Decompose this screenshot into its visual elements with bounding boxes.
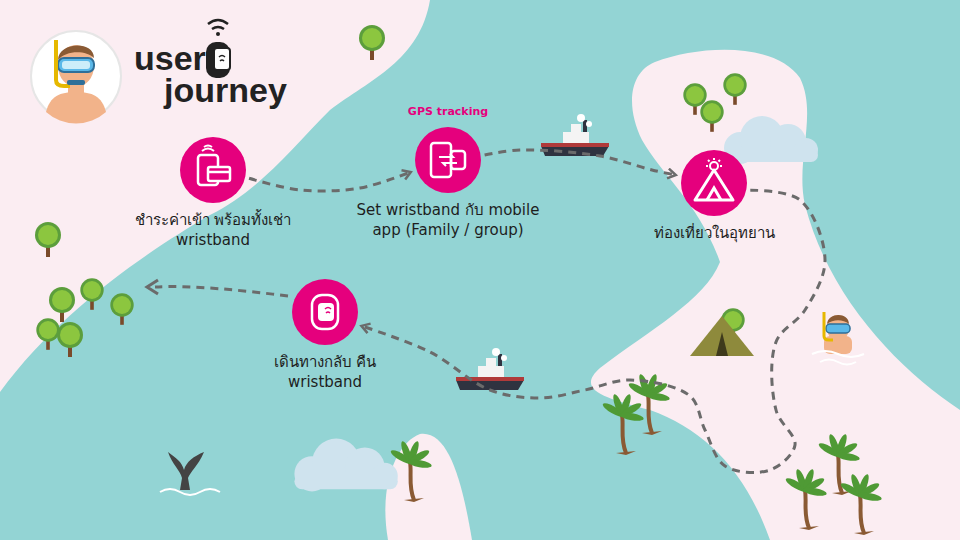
snorkeler [812,312,864,365]
cloud [294,439,397,492]
palm-tree [784,468,827,530]
tent [690,316,754,356]
step-note: GPS tracking [341,105,556,119]
palm-tree [627,373,670,435]
tree [57,322,83,357]
journey-step: ท่องเที่ยวในอุทยาน [614,150,814,244]
step-label: ท่องเที่ยวในอุทยาน [614,224,814,244]
tree [36,318,59,350]
whale-tail [168,452,204,490]
step-circle [681,150,747,216]
step-label: ชำระค่าเข้า พร้อมทั้งเช่า wristband [113,211,313,250]
dashed-route [485,150,676,175]
journey-step: ชำระค่าเข้า พร้อมทั้งเช่า wristband [113,137,313,250]
tree [700,100,723,132]
palm-tree [839,473,882,535]
boat [541,114,609,156]
step-circle [180,137,246,203]
tree [49,287,75,322]
tree [35,222,61,257]
journey-step: GPS trackingSet wristband กับ mobile app… [341,105,556,240]
cloud [724,116,818,164]
wave [160,489,220,495]
title: user journey [134,42,314,107]
dashed-route [249,172,411,191]
palm-tree [601,393,644,455]
step-circle [292,279,358,345]
tree [110,293,133,325]
journey-step: เดินทางกลับ คืน wristband [245,279,405,392]
step-circle [415,127,481,193]
tree [80,278,103,310]
step-label: เดินทางกลับ คืน wristband [245,353,405,392]
tree [359,25,385,60]
boat [456,348,524,390]
step-label: Set wristband กับ mobile app (Family / g… [341,201,556,240]
tree [723,73,746,105]
